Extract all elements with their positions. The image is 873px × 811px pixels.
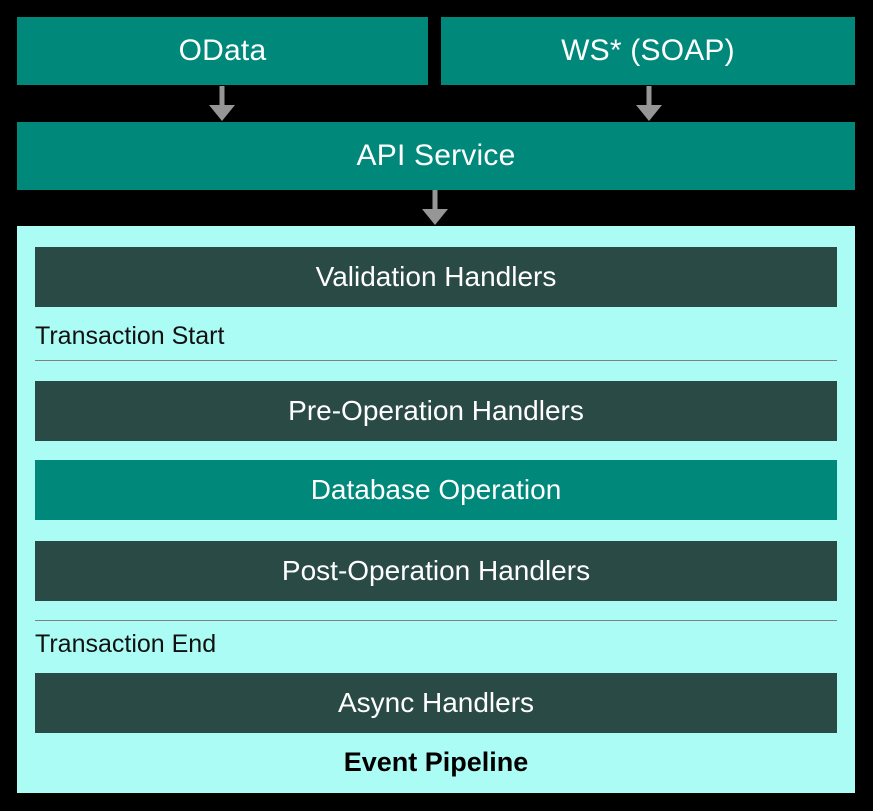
arrow-shaft bbox=[432, 190, 438, 211]
box-odata: OData bbox=[17, 17, 428, 85]
box-database-operation: Database Operation bbox=[35, 460, 837, 520]
label-transaction-end: Transaction End bbox=[35, 630, 217, 658]
box-ws-soap: WS* (SOAP) bbox=[441, 17, 855, 85]
event-pipeline-panel: Validation Handlers Transaction Start Pr… bbox=[17, 226, 855, 793]
box-async-handlers: Async Handlers bbox=[35, 673, 837, 733]
arrow-head bbox=[422, 209, 448, 225]
arrow-head bbox=[209, 105, 235, 121]
arrow-shaft bbox=[646, 86, 652, 107]
arrow-head bbox=[636, 105, 662, 121]
divider-transaction-start bbox=[35, 360, 837, 361]
arrow-down-icon-odata-to-api bbox=[209, 86, 235, 121]
box-validation-handlers: Validation Handlers bbox=[35, 247, 837, 307]
box-api-service: API Service bbox=[17, 122, 855, 190]
box-post-operation-handlers: Post-Operation Handlers bbox=[35, 541, 837, 601]
arrow-shaft bbox=[219, 86, 225, 107]
label-transaction-start: Transaction Start bbox=[35, 322, 225, 350]
divider-transaction-end bbox=[35, 620, 837, 621]
arrow-down-icon-ws-to-api bbox=[636, 86, 662, 121]
arrow-down-icon-api-to-pipeline bbox=[422, 190, 448, 225]
label-event-pipeline: Event Pipeline bbox=[343, 747, 529, 777]
box-pre-operation-handlers: Pre-Operation Handlers bbox=[35, 381, 837, 441]
